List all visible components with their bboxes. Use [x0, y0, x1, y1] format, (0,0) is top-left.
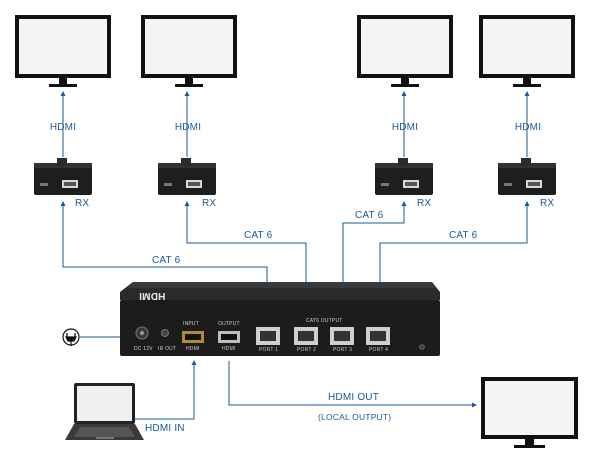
- hdmi-label-3: HDMI: [391, 122, 419, 133]
- device-input-tag: INPUT: [183, 321, 199, 327]
- monitor-local-output: [481, 377, 578, 448]
- rx-receiver-2: [158, 158, 216, 195]
- rx-receiver-1: [34, 158, 92, 195]
- hdmi-label-1: HDMI: [49, 122, 77, 133]
- rx-receiver-4: [498, 158, 556, 195]
- device-hdmi-port-label-out: HDMI: [222, 346, 236, 352]
- hdmi-rx-to-monitor-lines: [60, 91, 530, 157]
- cat6-label-4: CAT 6: [449, 230, 478, 241]
- device-dc-label: DC 12V: [134, 346, 153, 352]
- hdmi-in-label: HDMI IN: [145, 423, 185, 434]
- hdmi-out-line: [228, 361, 477, 408]
- rx-label-2: RX: [202, 198, 217, 209]
- device-cat6-output-tag: CAT6 OUTPUT: [306, 318, 343, 324]
- device-logo: HDMI: [139, 290, 166, 301]
- power-plug-icon: [62, 328, 80, 346]
- cat6-lines: [60, 201, 530, 282]
- monitor-4: [479, 15, 575, 87]
- device-port-4-label: PORT 4: [369, 347, 389, 353]
- device-output-tag: OUTPUT: [218, 321, 240, 327]
- cat6-label-1: CAT 6: [152, 255, 181, 266]
- hdmi-label-4: HDMI: [514, 122, 542, 133]
- rx-label-3: RX: [417, 198, 432, 209]
- cat6-label-3: CAT 6: [355, 210, 384, 221]
- device-port-2-label: PORT 2: [297, 347, 317, 353]
- local-output-label: (LOCAL OUTPUT): [318, 412, 392, 422]
- device-ir-label: IR OUT: [158, 346, 177, 352]
- monitor-1: [15, 15, 111, 87]
- device-port-1-label: PORT 1: [259, 347, 279, 353]
- hdmi-out-label: HDMI OUT: [328, 392, 380, 403]
- monitor-3: [357, 15, 453, 87]
- hdmi-splitter-device: [120, 282, 440, 356]
- rx-label-1: RX: [75, 198, 90, 209]
- hdmi-in-line: [135, 360, 197, 420]
- monitor-2: [141, 15, 237, 87]
- hdmi-label-2: HDMI: [174, 122, 202, 133]
- rx-receiver-3: [375, 158, 433, 195]
- device-hdmi-port-label: HDMI: [186, 346, 200, 352]
- laptop: [65, 383, 144, 440]
- device-port-3-label: PORT 3: [333, 347, 353, 353]
- cat6-label-2: CAT 6: [244, 230, 273, 241]
- rx-label-4: RX: [540, 198, 555, 209]
